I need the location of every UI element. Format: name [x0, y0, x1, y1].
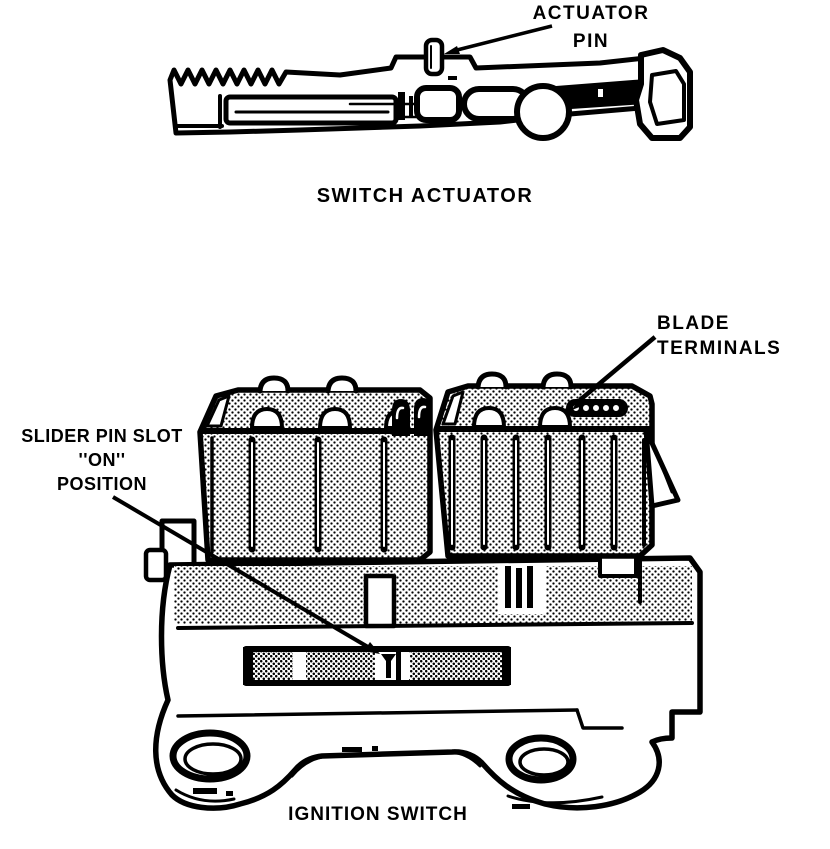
- band-bar3: [527, 566, 533, 608]
- bracket-inner-right: [506, 794, 604, 805]
- slider-pin-slot-label-line1: SLIDER PIN SLOT: [21, 426, 183, 446]
- left-connector-block: [197, 375, 433, 563]
- band-notch: [598, 89, 603, 97]
- ignition-switch-caption: IGNITION SWITCH: [268, 804, 488, 826]
- terminal-bump: [325, 375, 359, 394]
- housing-left-knob: [143, 547, 169, 583]
- dot2: [226, 791, 233, 796]
- ignition-switch-caption-text: IGNITION SWITCH: [288, 804, 468, 825]
- actuator-pin-label: ACTUATOR PIN: [522, 0, 660, 56]
- terminal-loop: [318, 407, 352, 430]
- blade-terminals-label-line2: TERMINALS: [657, 338, 782, 359]
- center-terminal-tabs: [392, 398, 432, 436]
- ignition-switch-drawing: [143, 371, 703, 811]
- right-fin-inner: [652, 444, 674, 494]
- terminal-bump: [540, 371, 574, 390]
- tiny-dash: [448, 76, 457, 80]
- bracket-top-step: [575, 708, 624, 730]
- slot-end-bar1: [398, 92, 405, 120]
- slider-pin-slot-label: SLIDER PIN SLOT ''ON'' POSITION: [8, 424, 196, 496]
- band-bar2: [516, 568, 522, 608]
- blade-terminals-leader: [572, 335, 657, 410]
- cap-bevel: [205, 394, 231, 428]
- slider-pin-slot-label-line2: ''ON'': [78, 450, 126, 470]
- terminal-loop: [538, 406, 572, 429]
- bracket-top-line: [176, 708, 579, 718]
- blade-terminals-label: BLADE TERMINALS: [657, 311, 817, 361]
- actuator-slot: [223, 94, 399, 126]
- right-connector-block: [433, 371, 655, 559]
- coil-loop: [591, 403, 601, 413]
- terminal-loop: [250, 407, 284, 430]
- dash1: [342, 747, 362, 752]
- slot-end-bar2: [409, 96, 413, 118]
- actuator-circle: [514, 83, 572, 141]
- slider-pin-slot-label-line3: POSITION: [56, 474, 147, 494]
- band-bar1: [505, 566, 511, 608]
- band-step-rect: [598, 554, 638, 578]
- mounting-hole-right: [505, 734, 577, 784]
- coil-loop: [611, 403, 621, 413]
- cap-bevel: [441, 390, 465, 426]
- bracket-inner-left: [174, 788, 236, 803]
- housing-divider-line: [176, 621, 694, 630]
- terminal-bump: [257, 375, 291, 394]
- left-block-ridges: [248, 436, 388, 553]
- terminal-bump: [475, 371, 509, 390]
- mounting-hole-left: [169, 729, 251, 783]
- slider-pin: [381, 654, 396, 678]
- dot1: [372, 746, 378, 751]
- dash2: [193, 788, 217, 794]
- actuator-square-opening: [414, 85, 462, 123]
- switch-actuator-caption: SWITCH ACTUATOR: [315, 185, 535, 208]
- switch-actuator-caption-text: SWITCH ACTUATOR: [316, 185, 534, 207]
- switch-actuator-drawing: [167, 37, 693, 141]
- actuator-pin-arrow: [444, 24, 553, 54]
- right-block-ridges: [448, 434, 646, 551]
- housing-notch: [363, 573, 397, 629]
- actuator-hook-inner: [648, 69, 686, 126]
- bracket-inner-curve: [290, 750, 482, 778]
- slider-pin-arrow: [111, 495, 380, 654]
- blade-terminals-label-line1: BLADE: [657, 313, 730, 334]
- actuator-pin: [423, 37, 445, 77]
- actuator-pin-label-line2: PIN: [572, 31, 610, 52]
- dash3: [512, 804, 530, 809]
- slider-pin-slot: [243, 646, 511, 686]
- terminal-loop: [472, 406, 506, 429]
- actuator-pin-label-line1: ACTUATOR: [532, 3, 650, 24]
- coil-loop: [601, 403, 611, 413]
